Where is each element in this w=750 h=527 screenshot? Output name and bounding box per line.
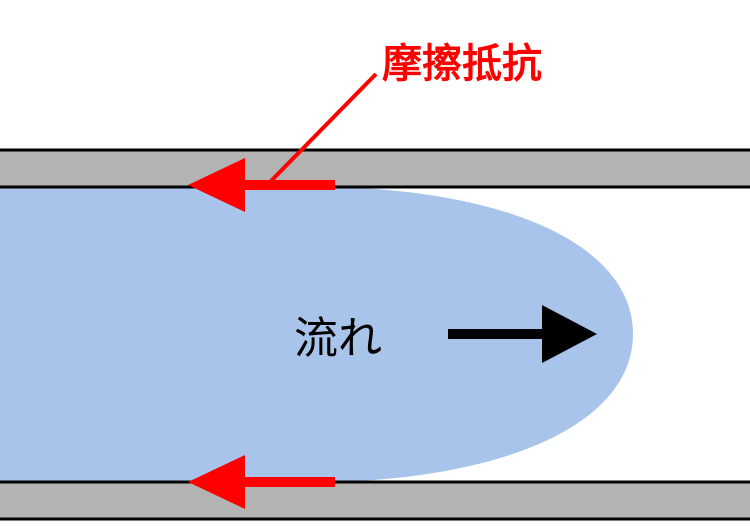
friction-arrow-top xyxy=(188,158,335,212)
friction-label: 摩擦抵抗 xyxy=(382,41,542,87)
friction-arrow-bottom xyxy=(188,455,335,509)
flow-arrow xyxy=(448,305,597,363)
bottom-pipe-wall xyxy=(0,482,750,519)
fluid-body xyxy=(0,187,633,482)
flow-label: 流れ xyxy=(294,313,382,364)
top-pipe-wall xyxy=(0,150,750,187)
friction-leader-line xyxy=(268,72,378,184)
